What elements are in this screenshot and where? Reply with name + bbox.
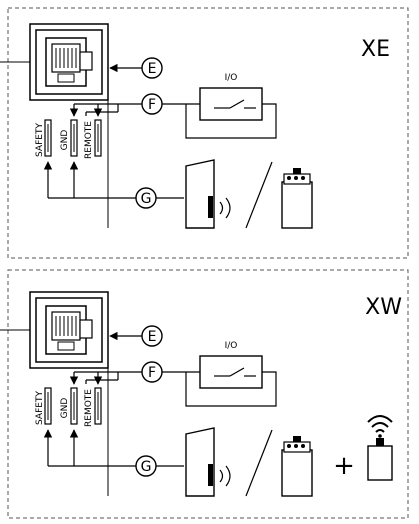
panel-xw-diagram — [0, 292, 312, 496]
model-label: XE — [361, 37, 390, 62]
callout-g: G — [141, 191, 152, 207]
terminal-remote: REMOTE — [84, 389, 94, 427]
io-label: I/O — [225, 341, 238, 351]
panel-xw: XW I/O E F G SAFETY GND REMOTE + — [0, 269, 409, 519]
callout-f: F — [148, 365, 156, 381]
terminal-remote: REMOTE — [84, 121, 94, 159]
callout-g: G — [141, 459, 152, 475]
model-label: XW — [365, 295, 402, 320]
panel-xw-frame — [7, 269, 409, 519]
io-label: I/O — [225, 73, 238, 83]
plus-sign: + — [333, 451, 355, 481]
panel-xe-diagram — [0, 24, 312, 228]
terminal-gnd: GND — [60, 398, 70, 419]
terminal-gnd: GND — [60, 130, 70, 151]
callout-e: E — [148, 61, 157, 77]
terminal-safety: SAFETY — [35, 391, 45, 425]
callout-e: E — [148, 329, 157, 345]
panel-xe-frame — [7, 7, 409, 259]
panel-xe: XE I/O E F G SAFETY GND REMOTE — [0, 7, 409, 259]
callout-f: F — [148, 97, 156, 113]
wireless-receiver-icon — [367, 415, 393, 481]
terminal-safety: SAFETY — [35, 123, 45, 157]
